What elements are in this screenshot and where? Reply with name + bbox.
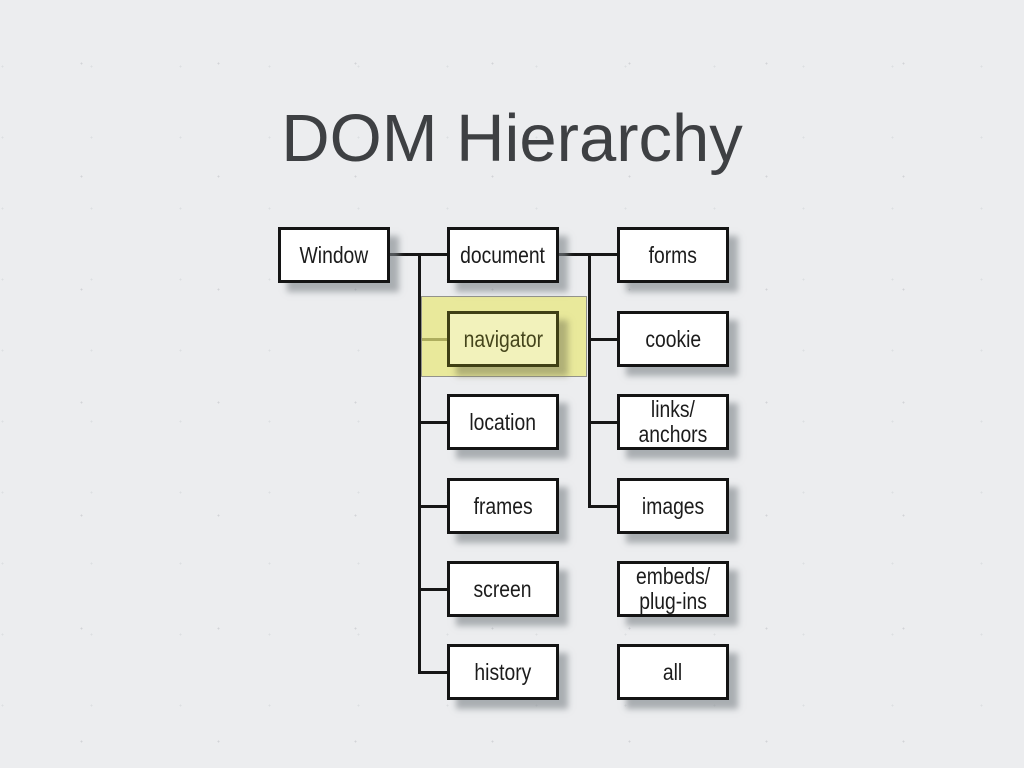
window-children-trunk-line bbox=[418, 253, 421, 674]
document-children-trunk-line bbox=[588, 253, 591, 508]
edge-document-links-anchors bbox=[588, 421, 617, 424]
node-frames: frames bbox=[447, 478, 559, 534]
node-label: document bbox=[460, 241, 546, 268]
node-label: all bbox=[663, 658, 683, 685]
slide-title: DOM Hierarchy bbox=[281, 101, 743, 176]
node-links-anchors: links/ anchors bbox=[617, 394, 729, 450]
node-label: cookie bbox=[645, 325, 701, 352]
node-label: location bbox=[469, 408, 537, 435]
edge-window-frames bbox=[418, 505, 447, 508]
node-cookie: cookie bbox=[617, 311, 729, 367]
node-label: embeds/ plug-ins bbox=[635, 563, 711, 614]
edge-window-history bbox=[418, 671, 447, 674]
node-images: images bbox=[617, 478, 729, 534]
node-label: history bbox=[474, 658, 532, 685]
node-navigator: navigator bbox=[447, 311, 559, 367]
node-label: forms bbox=[648, 241, 698, 268]
node-label: screen bbox=[473, 575, 532, 602]
node-label: links/ anchors bbox=[638, 396, 708, 447]
node-all: all bbox=[617, 644, 729, 700]
node-screen: screen bbox=[447, 561, 559, 617]
edge-document-images bbox=[588, 505, 617, 508]
node-label: images bbox=[641, 492, 705, 519]
node-label: navigator bbox=[463, 325, 543, 352]
node-history: history bbox=[447, 644, 559, 700]
node-label: frames bbox=[473, 492, 533, 519]
node-location: location bbox=[447, 394, 559, 450]
node-label: Window bbox=[299, 241, 369, 268]
edge-window-document bbox=[388, 253, 447, 256]
edge-document-forms bbox=[556, 253, 617, 256]
node-document: document bbox=[447, 227, 559, 283]
node-window: Window bbox=[278, 227, 390, 283]
edge-window-screen bbox=[418, 588, 447, 591]
edge-window-location bbox=[418, 421, 447, 424]
node-embeds-plugins: embeds/ plug-ins bbox=[617, 561, 729, 617]
node-forms: forms bbox=[617, 227, 729, 283]
edge-document-cookie bbox=[588, 338, 617, 341]
